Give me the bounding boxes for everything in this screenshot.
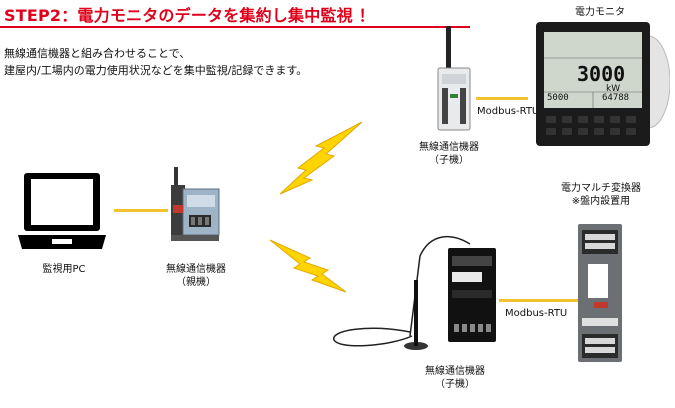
monitor-main-reading: 3000 <box>577 62 626 86</box>
wireless-lightning-upper-icon <box>279 121 363 195</box>
power-monitor-label: 電力モニタ <box>575 7 625 18</box>
description-line-1: 無線通信機器と組み合わせることで、 <box>4 47 191 60</box>
parent-device-name: 無線通信機器 <box>166 264 226 275</box>
transducer-note: ※盤内設置用 <box>571 196 631 207</box>
pc-label: 監視用PC <box>42 264 86 275</box>
child-top-label: 無線通信機器 （子機） <box>404 141 494 167</box>
laptop-icon <box>18 173 106 249</box>
link-child-top-monitor <box>476 97 528 100</box>
modbus-label-top: Modbus-RTU <box>477 106 540 117</box>
child-bottom-name: 無線通信機器 <box>425 366 485 377</box>
description: 無線通信機器と組み合わせることで、 建屋内/工場内の電力使用状況などを集中監視/… <box>4 45 307 79</box>
transducer-name: 電力マルチ変換器 <box>561 183 641 194</box>
monitor-small-reading-1: 5000 <box>547 93 569 103</box>
description-line-2: 建屋内/工場内の電力使用状況などを集中監視/記録できます。 <box>4 64 308 77</box>
parent-wireless-device-icon <box>171 167 220 241</box>
title-underline <box>0 26 470 28</box>
child-bottom-label: 無線通信機器 （子機） <box>410 365 500 391</box>
modbus-label-bottom: Modbus-RTU <box>505 308 568 319</box>
monitor-small-reading-2: 64788 <box>602 93 630 103</box>
child-top-role: （子機） <box>429 155 469 166</box>
transducer-label: 電力マルチ変換器 ※盤内設置用 <box>548 182 654 208</box>
parent-device-label: 無線通信機器 （親機） <box>156 263 236 289</box>
page-title: STEP2：電力モニタのデータを集約し集中監視 ！ <box>4 6 375 25</box>
child-top-name: 無線通信機器 <box>419 142 479 153</box>
wireless-lightning-lower-icon <box>269 239 347 293</box>
transducer-icon <box>578 224 622 362</box>
parent-device-role: （親機） <box>176 277 216 288</box>
monitor-main-unit: kW <box>606 84 621 94</box>
child-wireless-device-top-icon <box>437 26 471 131</box>
power-monitor-icon <box>536 22 670 146</box>
link-child-bottom-transducer <box>499 299 579 302</box>
link-pc-parent <box>114 209 168 212</box>
child-wireless-device-bottom-icon <box>333 236 496 350</box>
child-bottom-role: （子機） <box>435 379 475 390</box>
